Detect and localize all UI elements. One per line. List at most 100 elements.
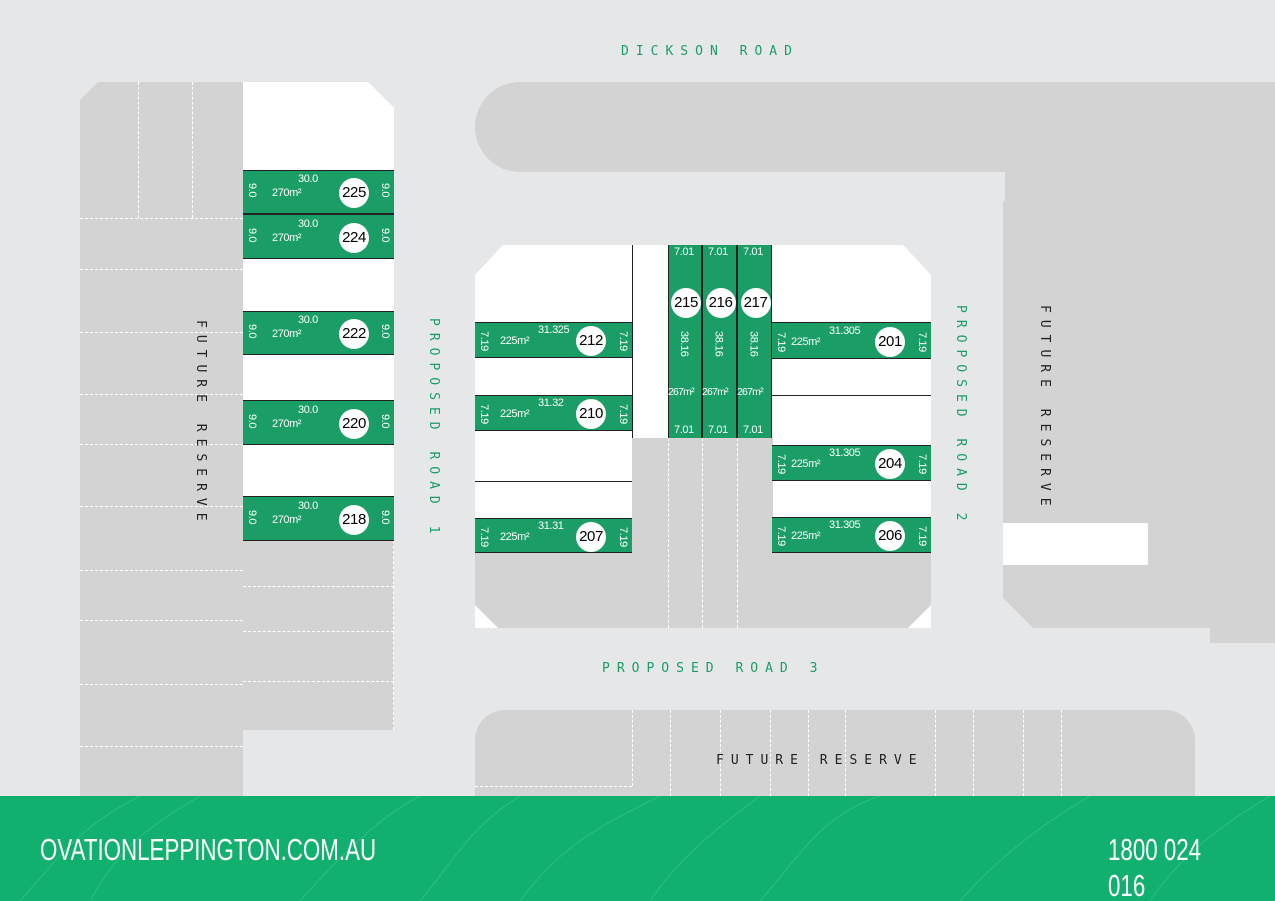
- lot-216[interactable]: 7.01 216 38.16 267m² 7.01: [702, 245, 737, 438]
- lot-side-dimension: 7.19: [775, 331, 787, 352]
- lot-area: 225m²: [791, 335, 821, 348]
- road-label-proposed-road-3: PROPOSED ROAD 3: [602, 661, 825, 676]
- lot-top-dimension: 7.01: [743, 246, 763, 258]
- right-block-lower: [1003, 565, 1275, 643]
- vacant-lot: [243, 259, 394, 311]
- lot-area: 267m²: [702, 386, 729, 398]
- lot-number-badge: 204: [875, 449, 905, 479]
- lot-number-badge: 222: [339, 319, 369, 349]
- lot-side-dimension: 7.19: [478, 331, 490, 351]
- lot-frontage: 30.0: [298, 314, 318, 326]
- middle-block-center-bottom: [632, 438, 773, 628]
- lot-side-dimension: 9.0: [246, 183, 258, 198]
- lot-side-dimension: 7.19: [617, 526, 629, 547]
- lot-area: 267m²: [737, 386, 764, 398]
- lot-side-dimension: 7.19: [617, 331, 629, 351]
- lot-frontage: 31.305: [829, 447, 861, 459]
- left-column-bottom: [243, 541, 394, 730]
- right-block-lot: [1148, 523, 1275, 565]
- lot-frontage: 30.0: [298, 217, 318, 230]
- lot-number-badge: 215: [671, 288, 701, 318]
- left-column-top: [243, 82, 394, 170]
- road-label-dickson: DICKSON ROAD: [621, 44, 799, 59]
- vacant-lot: [243, 445, 394, 496]
- reserve-label-bottom: FUTURE RESERVE: [716, 753, 924, 768]
- lot-side-dimension: 9.0: [246, 227, 258, 242]
- lot-207[interactable]: 7.19 7.19 225m² 31.31 207: [475, 518, 632, 553]
- lot-number-badge: 210: [576, 399, 606, 429]
- lot-area: 267m²: [668, 386, 695, 398]
- bottom-reserve-block: [475, 710, 1195, 796]
- lot-depth: 38.16: [678, 331, 690, 357]
- lot-number-badge: 225: [339, 178, 369, 208]
- lot-area: 270m²: [272, 417, 302, 430]
- lot-side-dimension: 7.19: [617, 404, 629, 424]
- bottom-reserve-lines: [475, 710, 1195, 796]
- lot-area: 225m²: [791, 530, 821, 542]
- vacant-lot: [1003, 523, 1148, 565]
- lot-number-badge: 201: [875, 326, 905, 357]
- lot-side-dimension: 7.19: [478, 526, 490, 547]
- lot-depth: 38.16: [712, 331, 725, 357]
- reserve-label-right: FUTURE RESERVE: [1037, 305, 1052, 513]
- lot-side-dimension: 7.19: [775, 454, 787, 474]
- lot-frontage: 31.32: [538, 397, 564, 409]
- lot-number-badge: 220: [339, 408, 369, 439]
- vacant-lot: [243, 355, 394, 400]
- lot-number-badge: 224: [339, 222, 369, 253]
- lot-area: 270m²: [272, 231, 302, 244]
- phone-number[interactable]: 1800 024 016: [1108, 832, 1202, 901]
- lot-201[interactable]: 7.19 7.19 225m² 31.305 201: [772, 322, 931, 359]
- lot-frontage: 30.0: [298, 403, 318, 416]
- lot-side-dimension: 7.19: [916, 331, 928, 352]
- lot-bottom-dimension: 7.01: [674, 424, 694, 436]
- lot-frontage: 31.325: [538, 324, 570, 336]
- lot-area: 270m²: [272, 328, 302, 340]
- left-reserve-lines: [80, 82, 243, 796]
- lot-frontage: 31.305: [829, 324, 861, 337]
- lot-frontage: 31.305: [829, 519, 861, 531]
- lot-side-dimension: 9.0: [379, 324, 391, 339]
- lot-top-dimension: 7.01: [708, 246, 728, 258]
- lot-side-dimension: 9.0: [379, 183, 391, 198]
- reserve-label-left: FUTURE RESERVE: [193, 320, 208, 528]
- lot-side-dimension: 9.0: [379, 227, 391, 242]
- road-label-proposed-road-2: PROPOSED ROAD 2: [953, 305, 968, 528]
- lot-depth: 38.16: [747, 331, 760, 357]
- lot-area: 270m²: [272, 513, 302, 526]
- lot-number-badge: 206: [875, 521, 905, 551]
- lot-side-dimension: 9.0: [379, 413, 391, 428]
- lot-side-dimension: 7.19: [916, 454, 928, 474]
- lot-side-dimension: 9.0: [379, 509, 391, 524]
- footer-pattern: [19, 796, 1271, 901]
- lot-frontage: 31.31: [538, 519, 564, 532]
- lot-frontage: 30.0: [298, 499, 318, 512]
- lot-number-badge: 212: [576, 326, 606, 356]
- lot-area: 225m²: [500, 408, 530, 420]
- lot-210[interactable]: 7.19 7.19 225m² 31.32 210: [475, 395, 632, 431]
- right-block: [1003, 172, 1275, 523]
- road-label-proposed-road-1: PROPOSED ROAD 1: [426, 318, 441, 541]
- corner-cut: [975, 172, 1005, 202]
- lot-number-badge: 207: [576, 521, 606, 552]
- left-reserve-block: [80, 82, 243, 796]
- lot-bottom-dimension: 7.01: [708, 424, 728, 436]
- lot-area: 225m²: [500, 530, 530, 543]
- lot-side-dimension: 9.0: [246, 413, 258, 428]
- lot-side-dimension: 7.19: [478, 404, 490, 424]
- lot-number-badge: 217: [740, 288, 771, 318]
- lot-number-badge: 216: [705, 288, 736, 318]
- website-link[interactable]: OVATIONLEPPINGTON.COM.AU: [40, 832, 377, 867]
- lot-side-dimension: 7.19: [775, 526, 787, 546]
- footer: OVATIONLEPPINGTON.COM.AU 1800 024 016: [0, 796, 1275, 901]
